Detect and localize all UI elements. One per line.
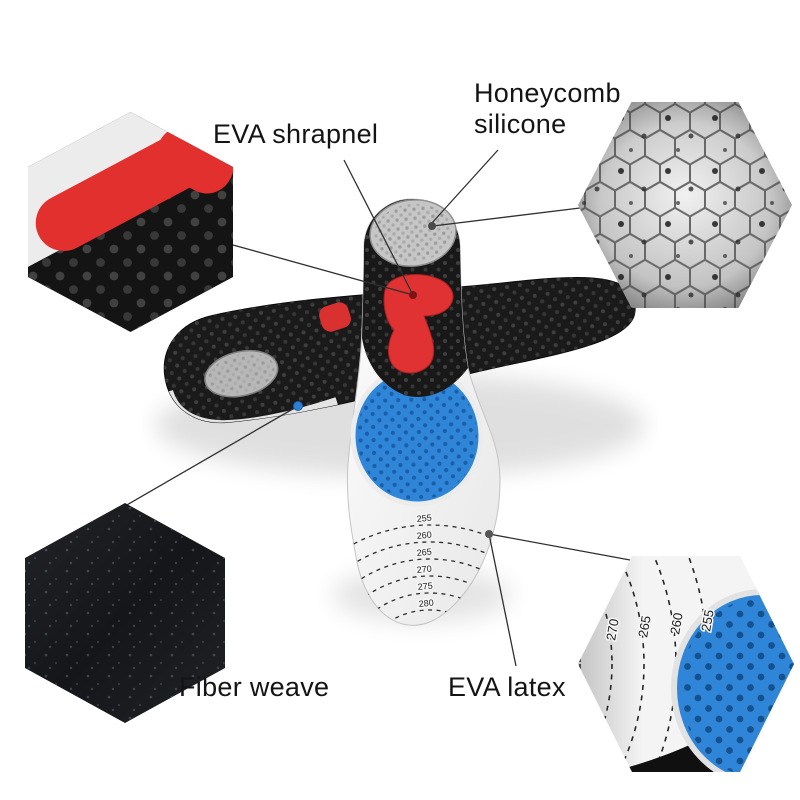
marker-dot-fiber-weave (293, 401, 303, 411)
leader-line-eva-latex-label (488, 533, 517, 667)
leader-line-fiber-weave-inset (124, 405, 299, 507)
size-mark-265: 265 (416, 546, 432, 558)
feature-markers (293, 222, 493, 538)
label-honeycomb-silicone: Honeycomb silicone (474, 78, 621, 140)
inset-size-mark-275: 275 (571, 622, 590, 646)
leader-line-eva-shrapnel-inset (232, 244, 414, 296)
arch-red-sliver (319, 302, 351, 332)
label-eva-latex: EVA latex (448, 672, 566, 702)
inset-size-mark-270: 270 (603, 618, 622, 642)
marker-dot-eva-shrapnel (409, 291, 417, 299)
forefoot-blue-pad (350, 365, 484, 507)
size-marks: 255 260 265 270 275 280 (415, 511, 436, 611)
inset-honeycomb-silicone-zoom (578, 102, 792, 308)
toe-silicone-pad (204, 349, 279, 398)
inset-fiber-weave-zoom (25, 503, 225, 723)
inset-eva-shrapnel-zoom (28, 112, 233, 332)
size-mark-275: 275 (417, 580, 433, 592)
inset-size-mark-260: 260 (667, 612, 686, 636)
marker-dot-eva-latex (485, 530, 493, 538)
label-fiber-weave: Fiber weave (179, 672, 330, 702)
size-mark-255: 255 (416, 512, 432, 524)
leader-line-eva-latex-inset (488, 533, 631, 561)
label-eva-shrapnel: EVA shrapnel (213, 119, 379, 149)
size-arcs (347, 524, 501, 626)
inset-size-mark-255: 255 (698, 609, 717, 633)
size-mark-270: 270 (416, 563, 432, 575)
arch-red-shrapnel (383, 274, 454, 374)
size-mark-280: 280 (418, 597, 434, 609)
heel-silicone-pad (369, 199, 457, 267)
inset-eva-latex-zoom: 275 270 265 260 255 (571, 556, 794, 772)
leader-line-honeycomb-inset (432, 207, 581, 227)
inset-size-mark-265: 265 (635, 615, 654, 639)
size-mark-260: 260 (416, 529, 432, 541)
leader-lines (124, 149, 631, 667)
marker-dot-honeycomb (428, 222, 436, 230)
leader-line-eva-shrapnel-label (343, 159, 414, 296)
leader-line-honeycomb-label (430, 149, 499, 225)
